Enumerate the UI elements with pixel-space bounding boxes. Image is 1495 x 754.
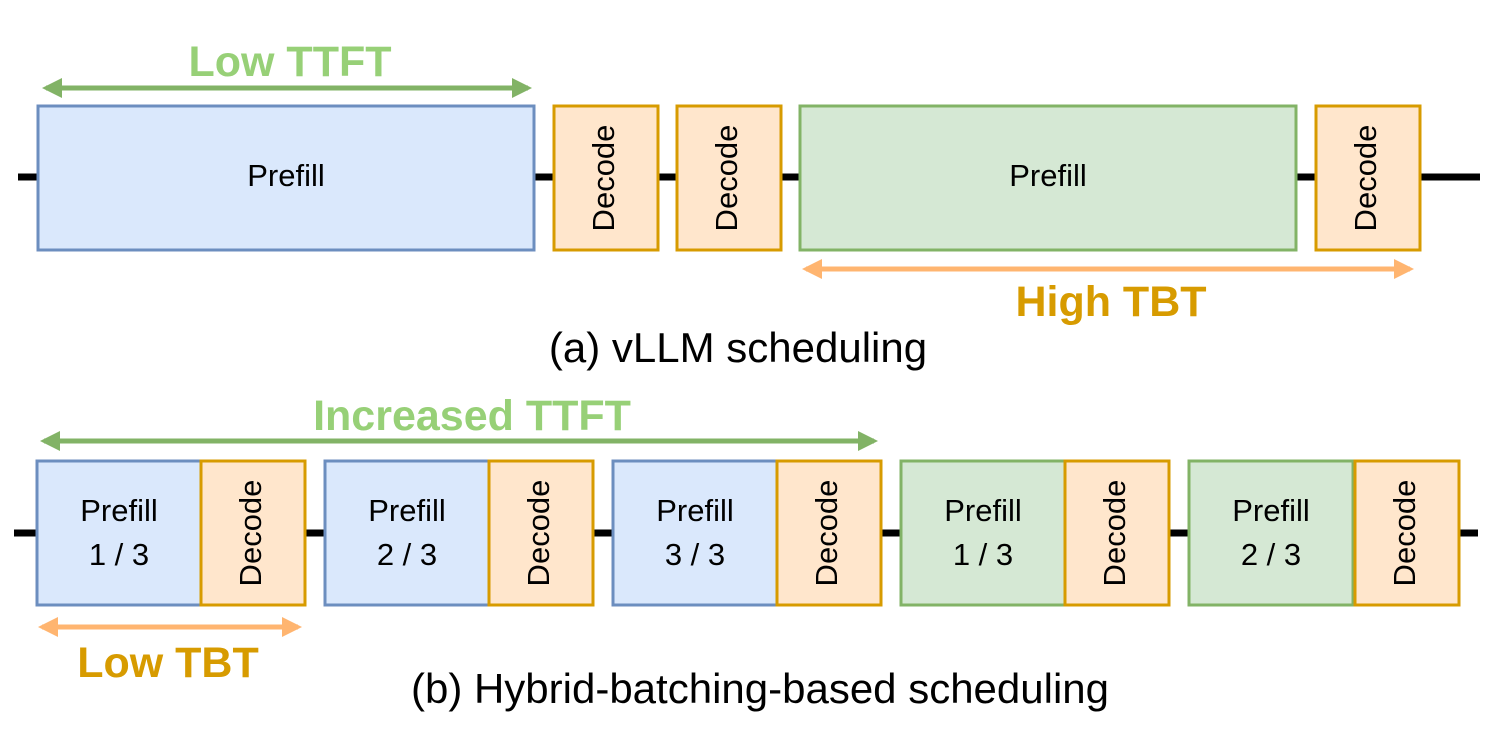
prefill-box-green [798, 104, 1298, 252]
decode-label: Decode [521, 480, 556, 587]
decode-box [1353, 459, 1461, 607]
decode-label: Decode [233, 480, 268, 587]
prefill-label: Prefill [247, 158, 325, 193]
prefill-chunk-label: Prefill [80, 493, 158, 528]
prefill-chunk-label: Prefill [368, 493, 446, 528]
prefill-chunk-label: Prefill [1232, 493, 1310, 528]
caption-b: (b) Hybrid-batching-based scheduling [411, 665, 1109, 712]
caption-a: (a) vLLM scheduling [549, 324, 927, 371]
prefill-chunk-box-green [899, 459, 1067, 607]
prefill-box-blue [36, 104, 536, 252]
prefill-chunk-box-blue [323, 459, 491, 607]
prefill-chunk-box-blue [35, 459, 203, 607]
chunk-fraction-label: 1 / 3 [89, 537, 149, 572]
low-tbt-label: Low TBT [77, 639, 259, 687]
decode-label: Decode [586, 125, 621, 232]
hybrid-batching-row: Prefill 1 / 3 Decode Prefill 2 / 3 Decod… [14, 392, 1478, 712]
chunk-fraction-label: 2 / 3 [377, 537, 437, 572]
decode-box [1314, 104, 1422, 252]
decode-label: Decode [709, 125, 744, 232]
chunk-fraction-label: 2 / 3 [1241, 537, 1301, 572]
chunk-fraction-label: 3 / 3 [665, 537, 725, 572]
prefill-label: Prefill [1009, 158, 1087, 193]
decode-label: Decode [1097, 480, 1132, 587]
decode-box [675, 104, 783, 252]
prefill-chunk-label: Prefill [656, 493, 734, 528]
high-tbt-label: High TBT [1015, 278, 1206, 326]
prefill-chunk-box-green [1187, 459, 1355, 607]
decode-box [487, 459, 595, 607]
vllm-schedule-row: Prefill Decode Decode Prefill Decode Low… [18, 38, 1480, 371]
decode-box [552, 104, 660, 252]
decode-label: Decode [1348, 125, 1383, 232]
decode-box [1063, 459, 1171, 607]
decode-box [775, 459, 883, 607]
increased-ttft-label: Increased TTFT [313, 392, 631, 440]
chunk-fraction-label: 1 / 3 [953, 537, 1013, 572]
decode-label: Decode [809, 480, 844, 587]
prefill-chunk-label: Prefill [944, 493, 1022, 528]
decode-label: Decode [1387, 480, 1422, 587]
prefill-chunk-box-blue [611, 459, 779, 607]
low-ttft-label: Low TTFT [189, 38, 392, 86]
decode-box [199, 459, 307, 607]
